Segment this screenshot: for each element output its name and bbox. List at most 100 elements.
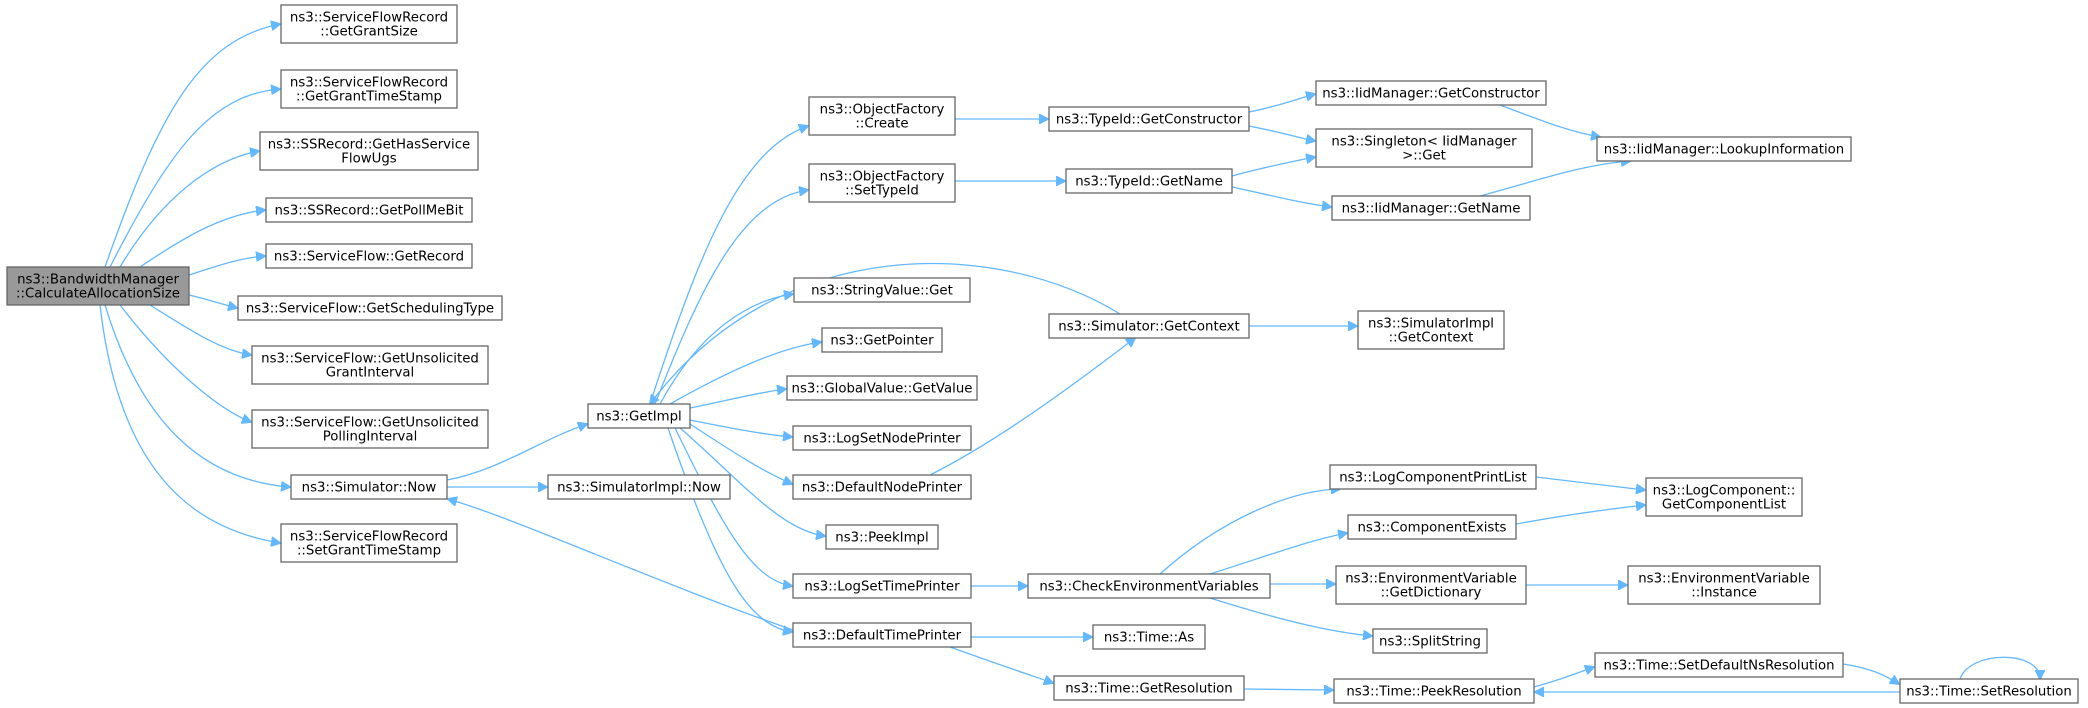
edge-getimpl-to-stringvalue_get [659,294,793,405]
node-logsetnode[interactable]: ns3::LogSetNodePrinter [792,425,972,451]
node-sim_now[interactable]: ns3::Simulator::Now [290,474,448,500]
node-sf_schedtype[interactable]: ns3::ServiceFlow::GetSchedulingType [237,295,503,321]
node-label-line: ns3::DefaultNodePrinter [802,481,963,496]
node-box [6,266,190,306]
node-ssr_pollme[interactable]: ns3::SSRecord::GetPollMeBit [265,197,473,223]
node-defaulttime[interactable]: ns3::DefaultTimePrinter [792,622,972,648]
node-box [290,474,448,500]
node-iid_lookup[interactable]: ns3::IidManager::LookupInformation [1596,136,1852,162]
node-label-line: PollingInterval [323,430,418,445]
edge-checkenv-to-splitstring [1209,597,1372,636]
node-box [259,131,479,171]
node-box [280,4,458,44]
edge-getimpl-to-defaultnode [689,423,792,484]
edge-root-to-ssr_pollme [139,210,265,268]
node-logsettime[interactable]: ns3::LogSetTimePrinter [792,573,972,599]
node-box [1315,128,1533,168]
node-label-line: ns3::Time::SetDefaultNsResolution [1603,659,1834,674]
node-box [1331,195,1531,221]
edge-time_setres-to-time_setres [1959,656,2040,679]
node-logcomp_getlist[interactable]: ns3::LogComponent::GetComponentList [1645,477,1803,517]
node-checkenv[interactable]: ns3::CheckEnvironmentVariables [1027,573,1271,599]
node-box [1065,168,1233,194]
node-logcomp_printlist[interactable]: ns3::LogComponentPrintList [1329,464,1537,490]
node-label-line: ns3::ObjectFactory [820,170,945,185]
node-of_create[interactable]: ns3::ObjectFactory::Create [808,96,956,136]
node-globalvalue_get[interactable]: ns3::GlobalValue::GetValue [786,375,978,401]
node-getpointer[interactable]: ns3::GetPointer [821,327,943,353]
node-simimpl_now[interactable]: ns3::SimulatorImpl::Now [547,474,731,500]
node-typeid_getctor[interactable]: ns3::TypeId::GetConstructor [1048,106,1250,132]
edge-getimpl-to-of_settypeid [654,190,808,405]
node-label-line: ns3::LogSetTimePrinter [804,580,960,595]
edge-getimpl-to-of_create [649,126,808,405]
node-label-line: ns3::GetImpl [596,410,681,425]
node-label-line: ns3::ObjectFactory [820,103,945,118]
node-root[interactable]: ns3::BandwidthManager::CalculateAllocati… [6,266,190,306]
node-sfr_setgrant[interactable]: ns3::ServiceFlowRecord::SetGrantTimeStam… [280,523,458,563]
edge-compexists-to-logcomp_getlist [1515,505,1645,525]
node-sf_unsol_poll[interactable]: ns3::ServiceFlow::GetUnsolicitedPollingI… [251,409,489,449]
node-label-line: ns3::ComponentExists [1357,521,1506,536]
node-box [1627,565,1821,605]
node-simimpl_getcontext[interactable]: ns3::SimulatorImpl::GetContext [1357,310,1505,350]
node-singleton_get[interactable]: ns3::Singleton< IidManager>::Get [1315,128,1533,168]
node-envvar_getdict[interactable]: ns3::EnvironmentVariable::GetDictionary [1335,565,1527,605]
node-label-line: >::Get [1402,149,1446,164]
node-sfr_granttimestamp[interactable]: ns3::ServiceFlowRecord::GetGrantTimeStam… [280,69,458,109]
node-box [1048,313,1250,339]
node-label-line: ns3::Simulator::Now [302,481,437,496]
node-iid_getname[interactable]: ns3::IidManager::GetName [1331,195,1531,221]
edge-checkenv-to-logcomp_printlist [1159,489,1340,575]
node-label-line: GetComponentList [1662,498,1786,513]
node-compexists[interactable]: ns3::ComponentExists [1347,514,1517,540]
node-envvar_instance[interactable]: ns3::EnvironmentVariable::Instance [1627,565,1821,605]
node-iid_getctor[interactable]: ns3::IidManager::GetConstructor [1315,80,1547,106]
node-getimpl[interactable]: ns3::GetImpl [587,403,691,429]
node-box [265,197,473,223]
node-box [265,243,473,269]
node-label-line: ns3::PeekImpl [835,531,928,546]
edge-defaulttime-to-sim_now [448,499,794,631]
node-splitstring[interactable]: ns3::SplitString [1372,628,1488,654]
edge-getimpl-to-logsetnode [689,419,792,437]
node-label-line: ns3::GetPointer [830,334,934,349]
node-box [547,474,731,500]
node-stringvalue_get[interactable]: ns3::StringValue::Get [793,277,971,303]
node-box [786,375,978,401]
node-sfr_grantsize[interactable]: ns3::ServiceFlowRecord::GetGrantSize [280,4,458,44]
node-label-line: ns3::BandwidthManager [17,273,179,288]
edge-root-to-ssr_hasservice [119,151,259,268]
node-label-line: ns3::EnvironmentVariable [1638,572,1810,587]
node-sim_getcontext[interactable]: ns3::Simulator::GetContext [1048,313,1250,339]
edge-sim_now-to-getimpl [446,424,587,481]
node-time_getres[interactable]: ns3::Time::GetResolution [1053,675,1245,701]
node-label-line: ns3::Time::SetResolution [1906,685,2072,700]
edge-getimpl-to-globalvalue_get [689,389,786,409]
node-typeid_getname[interactable]: ns3::TypeId::GetName [1065,168,1233,194]
node-time_peekres[interactable]: ns3::Time::PeekResolution [1333,678,1535,704]
node-sf_unsol_grant[interactable]: ns3::ServiceFlow::GetUnsolicitedGrantInt… [251,345,489,385]
node-label-line: ns3::IidManager::GetName [1342,202,1521,217]
edge-typeid_getctor-to-singleton_get [1248,125,1315,141]
node-time_setdefaultns[interactable]: ns3::Time::SetDefaultNsResolution [1594,652,1844,678]
node-label-line: ns3::ServiceFlowRecord [290,530,448,545]
edge-defaulttime-to-time_getres [949,646,1053,683]
edge-checkenv-to-compexists [1209,533,1347,575]
node-label-line: ns3::SimulatorImpl::Now [557,481,721,496]
node-sf_record[interactable]: ns3::ServiceFlow::GetRecord [265,243,473,269]
node-box [1596,136,1852,162]
node-defaultnode[interactable]: ns3::DefaultNodePrinter [792,474,972,500]
edge-iid_getctor-to-iid_lookup [1499,104,1600,137]
node-of_settypeid[interactable]: ns3::ObjectFactory::SetTypeId [808,163,956,203]
node-label-line: ns3::ServiceFlow::GetUnsolicited [261,352,479,367]
node-label-line: FlowUgs [341,152,397,167]
node-time_as[interactable]: ns3::Time::As [1092,624,1206,650]
edge-root-to-sfr_granttimestamp [109,89,280,268]
node-box [808,96,956,136]
edge-getimpl-to-getpointer [669,342,821,405]
node-time_setres[interactable]: ns3::Time::SetResolution [1899,678,2079,704]
edge-root-to-sf_unsol_poll [119,304,251,422]
node-peekimpl[interactable]: ns3::PeekImpl [825,524,939,550]
